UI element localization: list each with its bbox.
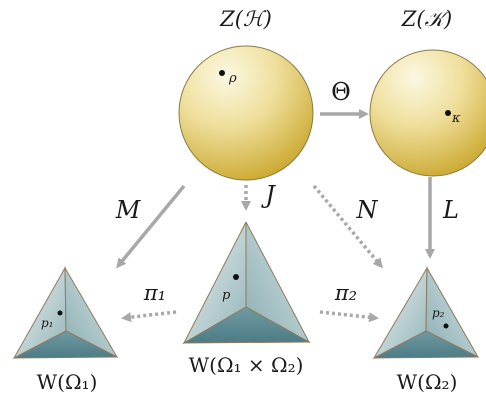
simplex-product-label: W(Ω₁ × Ω₂) xyxy=(189,353,304,377)
simplex-1: p₁ W(Ω₁) xyxy=(12,266,119,394)
point-p-label: p xyxy=(222,288,231,303)
point-p1-label: p₁ xyxy=(41,316,54,330)
arrow-N-label: N xyxy=(356,196,379,224)
point-p xyxy=(233,274,239,280)
arrow-M-label: M xyxy=(115,196,142,224)
state-space-K: κ Z(𝒦) xyxy=(369,7,486,177)
point-kappa-label: κ xyxy=(451,111,461,126)
state-space-H: ρ Z(ℋ) xyxy=(178,7,314,181)
point-rho-label: ρ xyxy=(228,71,237,86)
point-rho xyxy=(219,70,225,76)
simplex-1-label: W(Ω₁) xyxy=(37,370,98,394)
arrow-pi1: π₁ xyxy=(121,281,177,323)
simplex-2: p₂ W(Ω₂) xyxy=(372,266,480,394)
arrow-pi2-label: π₂ xyxy=(334,281,357,305)
arrow-M: M xyxy=(115,184,186,269)
arrow-pi2: π₂ xyxy=(319,281,379,323)
arrow-N: N xyxy=(312,184,383,269)
arrow-J-label: J xyxy=(260,181,276,209)
state-space-H-label: Z(ℋ) xyxy=(219,7,272,31)
arrow-L: L xyxy=(425,177,459,259)
point-p2-label: p₂ xyxy=(432,306,445,320)
simplex-2-label: W(Ω₂) xyxy=(397,370,458,394)
simplex-1-face-bottom xyxy=(13,330,118,359)
point-p1 xyxy=(57,310,63,316)
arrow-pi1-label: π₁ xyxy=(143,281,166,305)
sphere-H xyxy=(178,45,314,181)
arrow-theta-label: Θ xyxy=(331,78,351,106)
point-p2 xyxy=(443,323,449,329)
arrow-theta: Θ xyxy=(320,78,369,119)
simplex-product-face-bottom xyxy=(182,306,311,344)
arrow-J: J xyxy=(241,181,276,211)
state-space-K-label: Z(𝒦) xyxy=(401,7,453,31)
arrow-L-label: L xyxy=(442,196,459,224)
simplex-product: p W(Ω₁ × Ω₂) xyxy=(182,221,311,377)
point-kappa xyxy=(445,110,451,116)
sphere-K xyxy=(369,49,486,177)
simplex-2-face-bottom xyxy=(373,330,479,359)
